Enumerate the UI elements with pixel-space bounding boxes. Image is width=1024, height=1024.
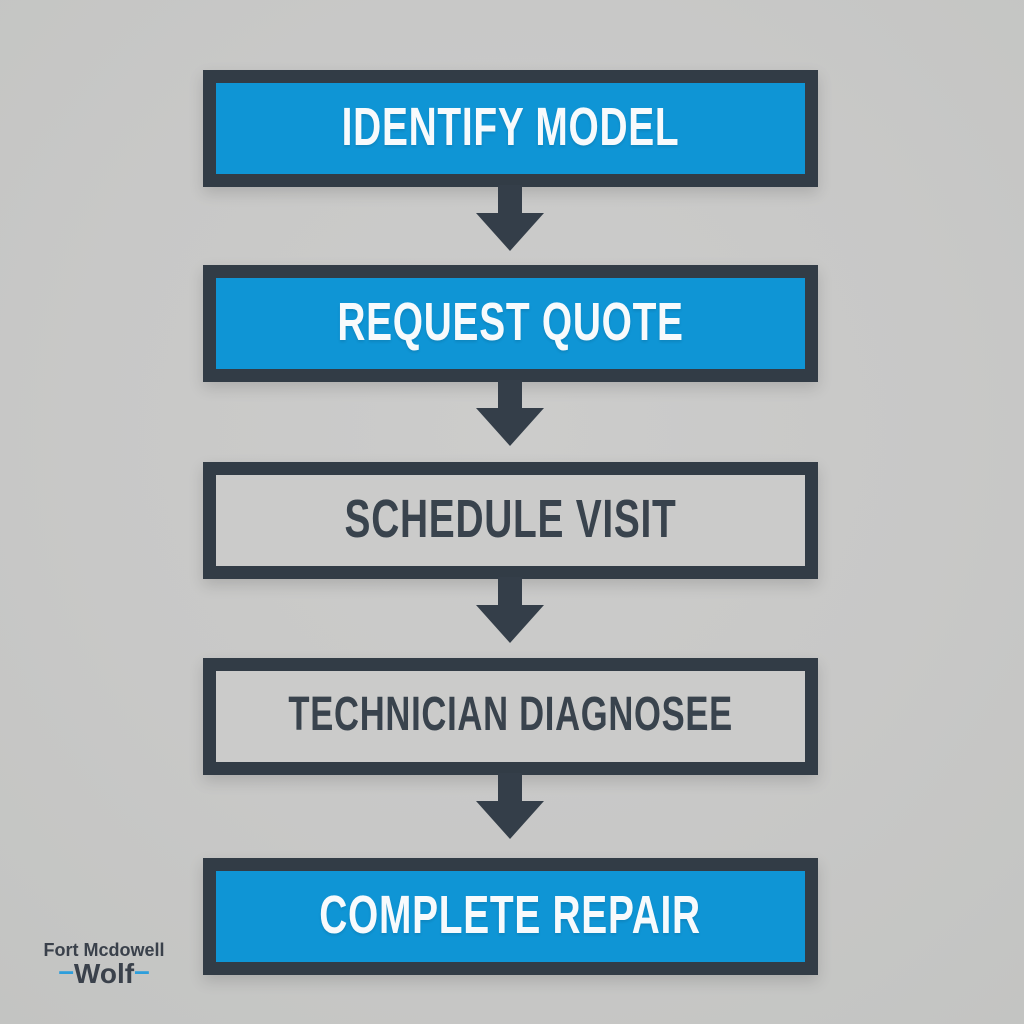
down-arrow-icon — [476, 577, 544, 643]
brand-logo-name: Wolf — [73, 958, 135, 989]
logo-dash-left: – — [58, 955, 74, 986]
logo-dash-right: – — [134, 955, 150, 986]
down-arrow-icon — [476, 185, 544, 251]
flow-step-schedule-visit: SCHEDULE VISIT — [203, 462, 818, 579]
brand-logo-line1: Fort Mcdowell — [43, 940, 165, 960]
flow-step-identify-model: IDENTIFY MODEL — [203, 70, 818, 187]
brand-logo-line2: –Wolf– — [30, 957, 178, 989]
down-arrow-icon — [476, 380, 544, 446]
flow-step-complete-repair: COMPLETE REPAIR — [203, 858, 818, 975]
flow-step-label: SCHEDULE VISIT — [344, 488, 677, 549]
flow-step-label: COMPLETE REPAIR — [319, 884, 702, 945]
flow-step-request-quote: REQUEST QUOTE — [203, 265, 818, 382]
flow-step-technician-diagnose: TECHNICIAN DIAGNOSEE — [203, 658, 818, 775]
down-arrow-icon — [476, 773, 544, 839]
flow-step-label: IDENTIFY MODEL — [341, 96, 680, 157]
flow-step-label: TECHNICIAN DIAGNOSEE — [288, 687, 733, 741]
brand-logo: Fort Mcdowell –Wolf– — [30, 941, 178, 988]
flow-step-label: REQUEST QUOTE — [337, 291, 684, 352]
